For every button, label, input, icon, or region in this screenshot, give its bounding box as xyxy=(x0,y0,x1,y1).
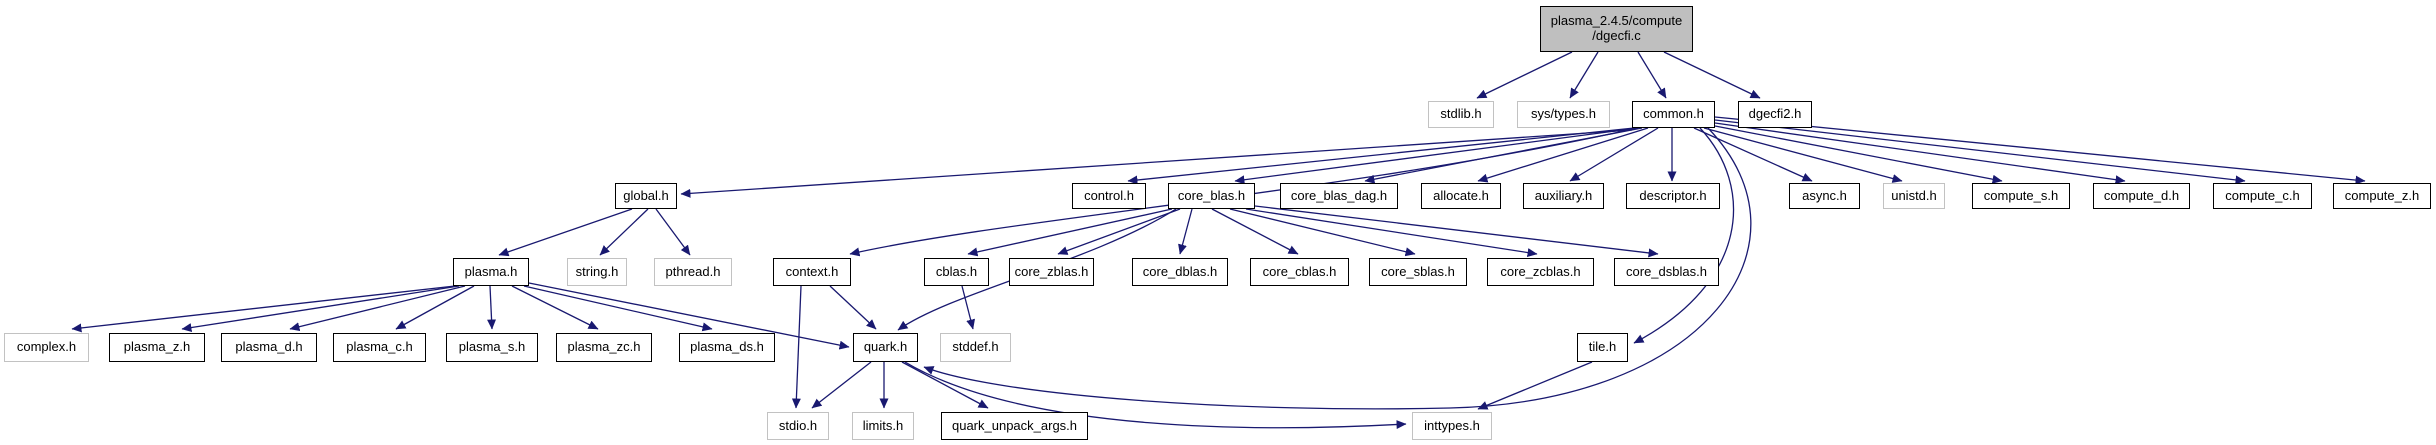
node-compute_z_h[interactable]: compute_z.h xyxy=(2333,183,2431,209)
edge-core_blas_h-to-core_sblas_h xyxy=(1229,208,1416,257)
edge-common_h-to-async_h xyxy=(1693,127,1813,182)
edge-global_h-to-plasma_h xyxy=(498,208,633,257)
edge-common_h-to-tile_h xyxy=(1633,127,1735,344)
edge-common_h-to-compute_c_h xyxy=(1714,119,2246,185)
edge-quark_h-to-inttypes_h xyxy=(904,361,1407,430)
edge-quark_h-to-stdio_h xyxy=(811,361,872,409)
node-compute_d_h[interactable]: compute_d.h xyxy=(2093,183,2190,209)
node-string_h: string.h xyxy=(567,258,627,286)
node-core_dsblas_h[interactable]: core_dsblas.h xyxy=(1614,258,1719,286)
node-plasma_h[interactable]: plasma.h xyxy=(453,258,529,286)
node-compute_s_h[interactable]: compute_s.h xyxy=(1972,183,2070,209)
node-complex_h: complex.h xyxy=(4,333,89,362)
node-stdlib_h: stdlib.h xyxy=(1428,101,1494,128)
edge-plasma_h-to-plasma_ds_h xyxy=(523,285,713,332)
edge-plasma_h-to-plasma_zc_h xyxy=(511,285,599,330)
edge-dgecfi_c-to-stdlib_h xyxy=(1476,51,1573,99)
node-quark_h[interactable]: quark.h xyxy=(853,333,918,362)
node-tile_h[interactable]: tile.h xyxy=(1577,333,1628,362)
edge-dgecfi_c-to-sys_types_h xyxy=(1569,51,1599,99)
node-compute_c_h[interactable]: compute_c.h xyxy=(2213,183,2312,209)
node-control_h[interactable]: control.h xyxy=(1072,183,1146,209)
node-auxiliary_h[interactable]: auxiliary.h xyxy=(1523,183,1604,209)
node-plasma_z_h[interactable]: plasma_z.h xyxy=(109,333,205,362)
node-global_h[interactable]: global.h xyxy=(615,183,677,209)
node-plasma_s_h[interactable]: plasma_s.h xyxy=(446,333,538,362)
edge-common_h-to-allocate_h xyxy=(1477,127,1649,183)
node-pthread_h: pthread.h xyxy=(654,258,732,286)
node-allocate_h[interactable]: allocate.h xyxy=(1421,183,1501,209)
edge-common_h-to-global_h xyxy=(680,129,1633,198)
node-stdio_h: stdio.h xyxy=(767,412,829,440)
node-unistd_h: unistd.h xyxy=(1883,183,1945,209)
node-core_dblas_h[interactable]: core_dblas.h xyxy=(1132,258,1228,286)
edge-plasma_h-to-plasma_d_h xyxy=(289,285,466,332)
edge-tile_h-to-inttypes_h xyxy=(1477,361,1593,410)
edge-core_blas_h-to-core_cblas_h xyxy=(1211,208,1299,255)
edge-common_h-to-compute_s_h xyxy=(1714,125,2003,184)
edge-common_h-to-compute_d_h xyxy=(1714,122,2126,185)
node-plasma_ds_h[interactable]: plasma_ds.h xyxy=(679,333,775,362)
node-core_blas_h[interactable]: core_blas.h xyxy=(1168,183,1255,209)
node-sys_types_h: sys/types.h xyxy=(1517,101,1610,128)
edge-dgecfi_c-to-dgecfi2_h xyxy=(1663,51,1761,99)
node-quark_unpack_args_h[interactable]: quark_unpack_args.h xyxy=(941,412,1088,440)
edge-core_blas_h-to-core_zcblas_h xyxy=(1245,208,1538,257)
edge-common_h-to-compute_z_h xyxy=(1714,116,2366,185)
node-plasma_d_h[interactable]: plasma_d.h xyxy=(221,333,317,362)
edge-quark_h-to-quark_unpack_args_h xyxy=(901,361,989,409)
edge-plasma_h-to-quark_h xyxy=(528,282,850,350)
edge-core_blas_h-to-core_zblas_h xyxy=(1057,208,1181,255)
node-core_sblas_h[interactable]: core_sblas.h xyxy=(1369,258,1467,286)
node-dgecfi_c: plasma_2.4.5/compute /dgecfi.c xyxy=(1540,6,1693,52)
node-plasma_c_h[interactable]: plasma_c.h xyxy=(333,333,426,362)
node-dgecfi2_h[interactable]: dgecfi2.h xyxy=(1738,101,1812,128)
edge-plasma_h-to-plasma_z_h xyxy=(181,285,460,332)
node-core_cblas_h[interactable]: core_cblas.h xyxy=(1250,258,1349,286)
node-async_h[interactable]: async.h xyxy=(1789,183,1860,209)
edge-common_h-to-core_blas_h xyxy=(1234,127,1639,185)
node-plasma_zc_h[interactable]: plasma_zc.h xyxy=(556,333,652,362)
edge-global_h-to-pthread_h xyxy=(655,208,691,256)
node-inttypes_h: inttypes.h xyxy=(1412,412,1492,440)
edge-cblas_h-to-stddef_h xyxy=(961,285,976,330)
edge-plasma_h-to-complex_h xyxy=(71,285,456,333)
edge-plasma_h-to-plasma_s_h xyxy=(487,285,497,330)
node-context_h[interactable]: context.h xyxy=(773,258,851,286)
edge-core_blas_h-to-cblas_h xyxy=(967,208,1173,257)
edge-common_h-to-quark_h xyxy=(923,127,1752,410)
node-stddef_h: stddef.h xyxy=(940,333,1011,362)
node-core_blas_dag_h[interactable]: core_blas_dag.h xyxy=(1280,183,1398,209)
edge-dgecfi_c-to-common_h xyxy=(1637,51,1667,99)
node-core_zblas_h[interactable]: core_zblas.h xyxy=(1009,258,1094,286)
edge-core_blas_h-to-core_dsblas_h xyxy=(1254,205,1659,258)
edge-plasma_h-to-plasma_c_h xyxy=(395,285,475,330)
node-core_zcblas_h[interactable]: core_zcblas.h xyxy=(1487,258,1594,286)
edge-common_h-to-auxiliary_h xyxy=(1569,127,1659,182)
node-cblas_h[interactable]: cblas.h xyxy=(924,258,989,286)
edge-context_h-to-stdio_h xyxy=(791,285,802,409)
edge-global_h-to-string_h xyxy=(599,208,649,256)
node-common_h[interactable]: common.h xyxy=(1632,101,1715,128)
edge-common_h-to-control_h xyxy=(1127,127,1635,185)
node-limits_h: limits.h xyxy=(852,412,914,440)
edge-common_h-to-unistd_h xyxy=(1703,127,1903,183)
node-descriptor_h[interactable]: descriptor.h xyxy=(1626,183,1720,209)
edge-context_h-to-quark_h xyxy=(829,285,877,330)
edge-core_blas_h-to-core_dblas_h xyxy=(1178,208,1193,255)
